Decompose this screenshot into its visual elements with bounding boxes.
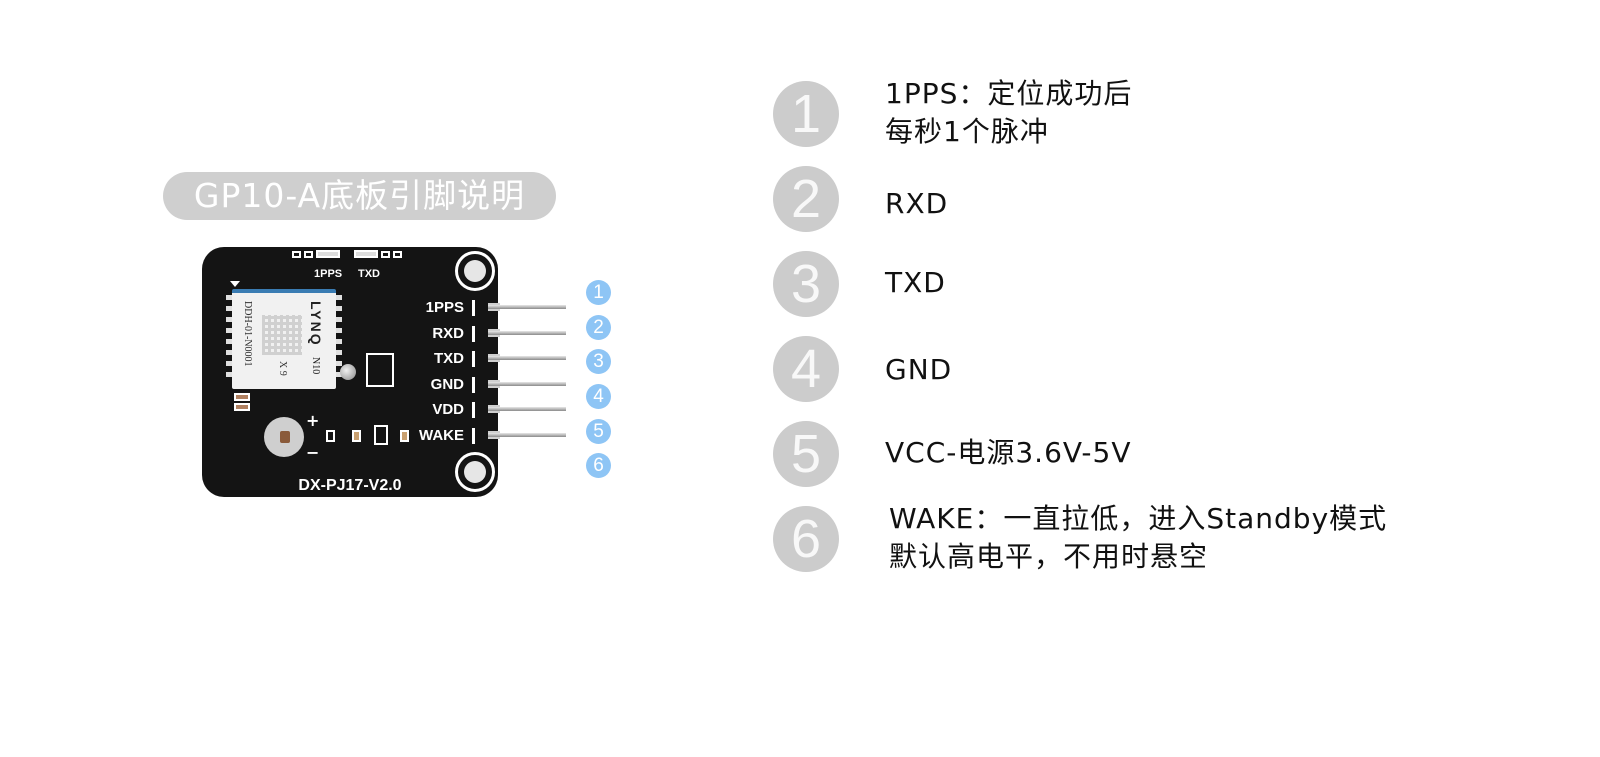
- mounting-hole: [455, 251, 495, 291]
- description-line: TXD: [885, 266, 946, 299]
- transistor-component: [374, 425, 388, 445]
- pin-marker: [472, 326, 475, 342]
- header-pin: [488, 356, 566, 360]
- description-line: 每秒1个脉冲: [885, 115, 1049, 148]
- diagram-title: GP10-A底板引脚说明: [163, 172, 556, 220]
- header-pin: [488, 331, 566, 335]
- led-txd: [354, 250, 402, 258]
- description-text: 1PPS：定位成功后 每秒1个脉冲: [885, 75, 1132, 151]
- description-line: 默认高电平，不用时悬空: [889, 540, 1209, 573]
- description-line: RXD: [885, 187, 949, 220]
- description-text: GND: [885, 351, 952, 389]
- pin-marker: [472, 428, 475, 444]
- crystal-component: [340, 364, 356, 380]
- description-text: RXD: [885, 185, 948, 223]
- header-pin: [488, 382, 566, 386]
- smd-component: [400, 430, 409, 442]
- gnss-module: DDH-01-N0001 X 9 LYNQ N10: [232, 289, 336, 389]
- pin-marker: [472, 402, 475, 418]
- pin-marker: [472, 300, 475, 316]
- pin-label-txd: TXD: [434, 350, 464, 367]
- backup-battery-icon: [264, 417, 304, 457]
- number-badge: 4: [773, 336, 839, 402]
- qr-code-icon: [262, 315, 302, 355]
- battery-minus-label: −: [306, 443, 320, 462]
- smd-component: [352, 430, 361, 442]
- pin-label-gnd: GND: [430, 376, 464, 393]
- description-text: TXD: [885, 264, 946, 302]
- pin-marker: [472, 377, 475, 393]
- number-badge: 2: [773, 166, 839, 232]
- pin-marker: [472, 351, 475, 367]
- description-line: WAKE：一直拉低，进入Standby模式: [889, 502, 1388, 535]
- led-label-1pps: 1PPS: [314, 268, 343, 280]
- description-line: GND: [885, 353, 953, 386]
- description-line: 1PPS：定位成功后: [885, 77, 1133, 110]
- number-badge: 6: [773, 506, 839, 572]
- pin-label-rxd: RXD: [432, 325, 464, 342]
- pin-label-1pps: 1PPS: [425, 299, 464, 316]
- module-brand: LYNQ: [308, 301, 324, 347]
- pin-number-badge: 2: [586, 315, 611, 340]
- number-badge: 3: [773, 251, 839, 317]
- battery-plus-label: +: [306, 411, 320, 430]
- module-pads: [226, 295, 232, 377]
- module-pads: [336, 295, 342, 377]
- description-text: VCC-电源3.6V-5V: [885, 434, 1131, 472]
- led-label-txd: TXD: [358, 268, 380, 280]
- header-pin: [488, 433, 566, 437]
- description-line: VCC-电源3.6V-5V: [885, 436, 1132, 469]
- led-1pps: [292, 250, 340, 258]
- module-model: N10: [310, 357, 321, 375]
- header-pin: [488, 407, 566, 411]
- module-mark: X 9: [277, 361, 288, 376]
- mounting-hole: [455, 452, 495, 492]
- pin-number-badge: 3: [586, 349, 611, 374]
- regulator-chip: [366, 353, 394, 387]
- module-serial: DDH-01-N0001: [242, 301, 253, 367]
- pin-label-vdd: VDD: [432, 401, 464, 418]
- smd-component: [326, 430, 335, 442]
- pin1-marker-icon: [230, 281, 240, 287]
- number-badge: 5: [773, 421, 839, 487]
- pin-number-badge: 5: [586, 419, 611, 444]
- board-name: DX-PJ17-V2.0: [298, 477, 402, 494]
- capacitor-pair: [234, 393, 250, 411]
- pin-number-badge: 4: [586, 384, 611, 409]
- number-badge: 1: [773, 81, 839, 147]
- pcb-board: 1PPS TXD DDH-01-N0001 X 9 LYNQ N10 + − 1…: [202, 247, 498, 497]
- description-text: WAKE：一直拉低，进入Standby模式 默认高电平，不用时悬空: [889, 500, 1387, 576]
- pin-number-badge: 6: [586, 453, 611, 478]
- pin-label-wake: WAKE: [419, 427, 464, 444]
- pin-number-badge: 1: [586, 280, 611, 305]
- header-pin: [488, 305, 566, 309]
